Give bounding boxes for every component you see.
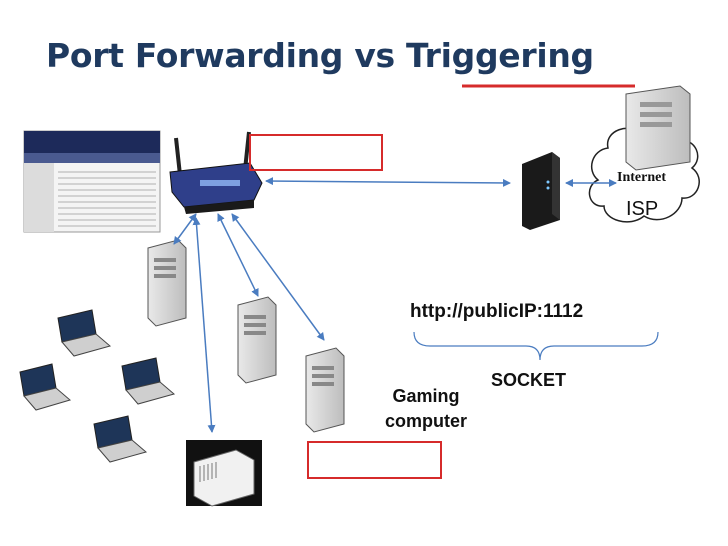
laptop-icon (57, 309, 112, 357)
desktop-tower-icon (237, 296, 277, 384)
socket-label: SOCKET (491, 370, 567, 390)
server-tower-icon (625, 85, 691, 171)
page-title: Port Forwarding vs Triggering (46, 36, 594, 75)
url-bracket (413, 331, 659, 361)
internet-label: Internet (617, 170, 666, 185)
router-desktop2-arrow (217, 213, 259, 297)
router-desktop3-arrow (231, 213, 325, 341)
desktop-tower-icon (305, 347, 345, 433)
laptop-icon (19, 363, 72, 411)
isp-label: ISP (626, 198, 659, 220)
highlight-box-top (249, 134, 383, 171)
router-modem-arrow (265, 177, 511, 187)
router-config-screenshot-icon (23, 130, 161, 233)
highlight-box-bottom (307, 441, 442, 479)
public-ip-url: http://publicIP:1112 (410, 301, 584, 322)
connection-arrows (173, 177, 617, 433)
router-printer-arrow (192, 217, 216, 433)
modem-icon (522, 152, 560, 230)
gaming-line2: computer (384, 411, 467, 431)
gaming-line1: Gaming (392, 386, 460, 406)
printer-box-icon (186, 440, 262, 507)
router-desktop1-arrow (173, 213, 197, 245)
laptop-icon (121, 357, 176, 405)
wireless-router-icon (169, 131, 263, 214)
laptop-icon (93, 415, 148, 463)
gaming-computer-label: Gaming computer (364, 384, 488, 434)
desktop-tower-icon (147, 239, 187, 327)
